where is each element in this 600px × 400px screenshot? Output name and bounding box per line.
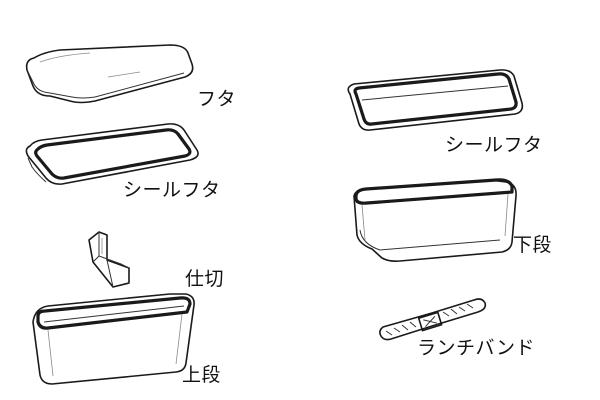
- divider-label: 仕切: [185, 268, 225, 290]
- upper-tier-label: 上段: [182, 364, 222, 386]
- seal-lid-left-label: シールフタ: [123, 179, 221, 201]
- seal-lid-right-label: シールフタ: [445, 134, 543, 156]
- lower-tier-illustration: [353, 178, 517, 262]
- upper-tier-illustration: [32, 293, 195, 385]
- lunch-band-illustration: [379, 298, 487, 341]
- seal-lid-right-illustration: [347, 69, 524, 131]
- lid-label: フタ: [197, 88, 237, 110]
- lower-tier-label: 下段: [513, 234, 553, 256]
- divider-illustration: [88, 231, 130, 288]
- lid-illustration: [25, 44, 194, 104]
- lunch-band-label: ランチバンド: [417, 337, 535, 359]
- seal-lid-left-illustration: [25, 123, 199, 185]
